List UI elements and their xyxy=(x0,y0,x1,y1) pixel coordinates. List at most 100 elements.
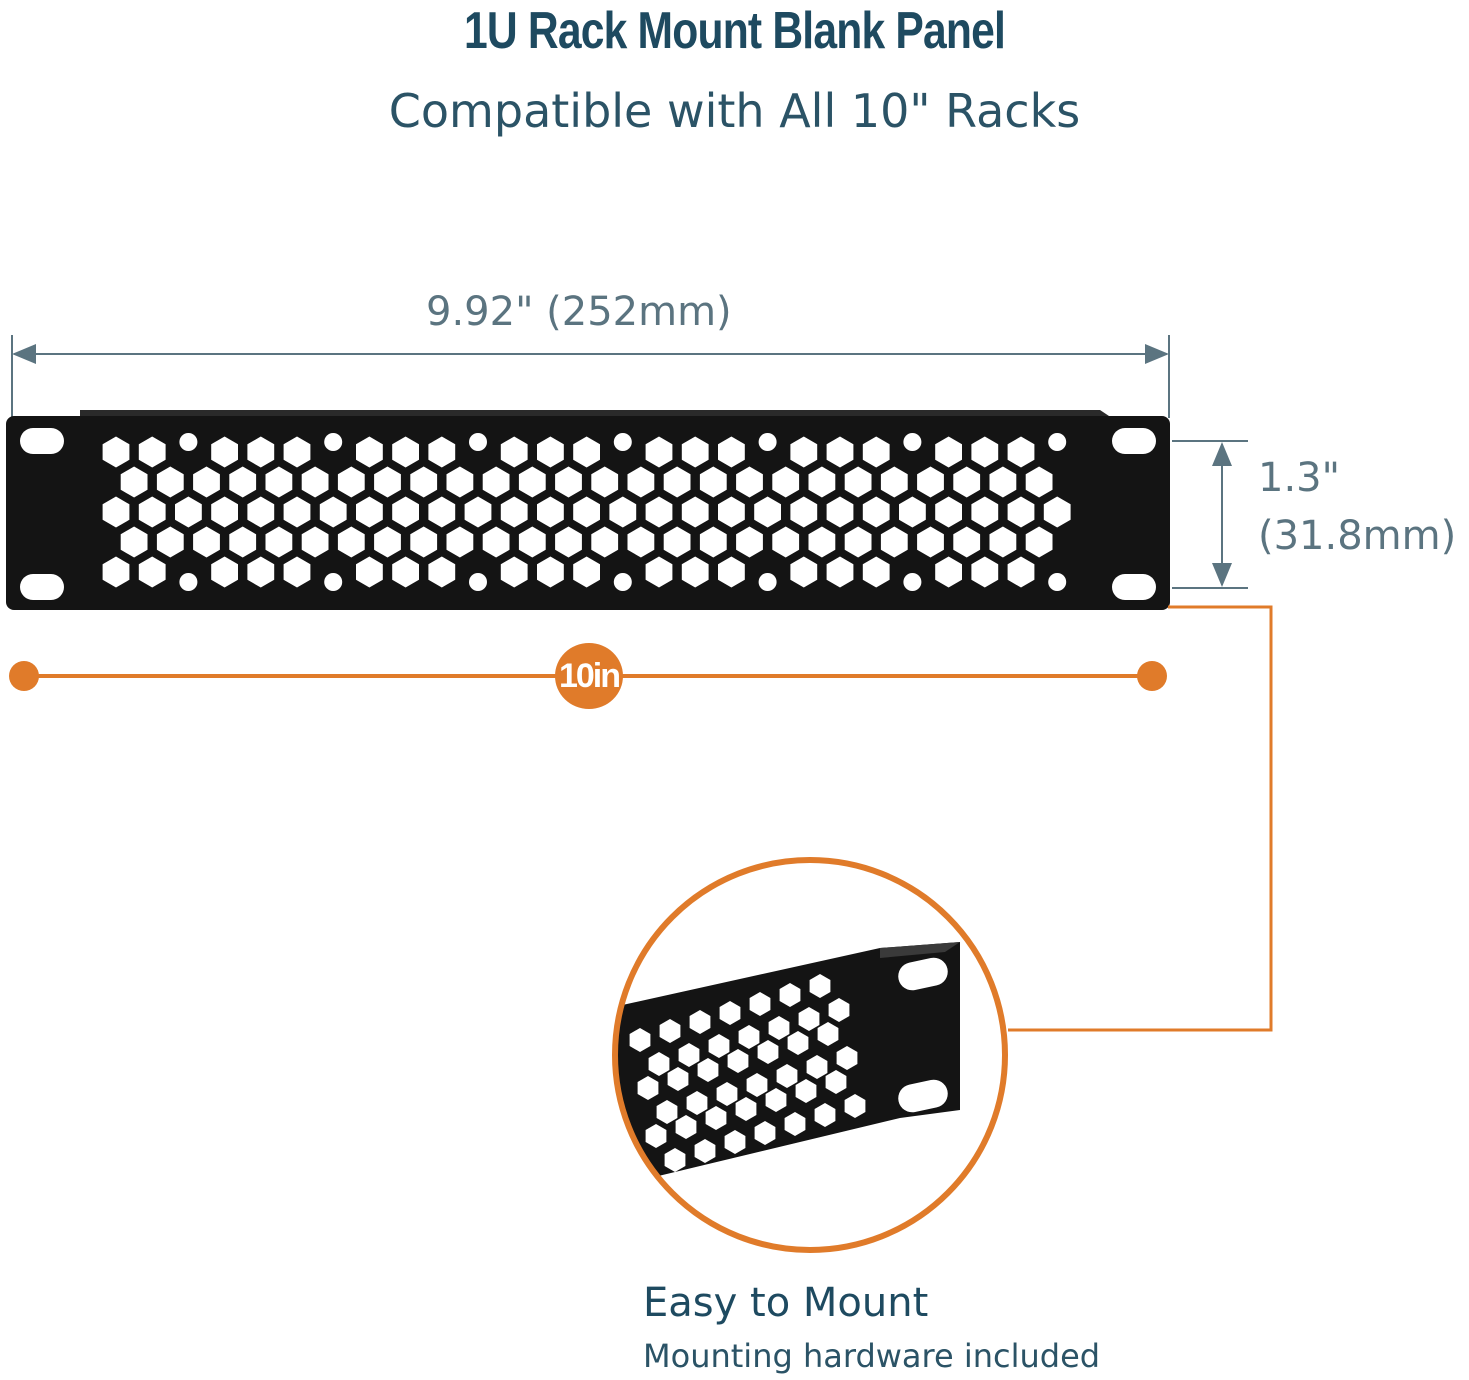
vent-hole xyxy=(428,496,456,528)
vent-hole xyxy=(772,526,800,558)
detail-vent-hole xyxy=(645,1124,667,1148)
vent-hole xyxy=(758,573,777,591)
vent-hole xyxy=(175,496,202,528)
detail-vent-hole xyxy=(787,1031,809,1055)
vent-hole xyxy=(319,496,347,528)
detail-vent-hole xyxy=(836,1046,858,1070)
vent-hole xyxy=(736,526,763,558)
vent-hole xyxy=(374,526,401,558)
vent-hole xyxy=(283,436,311,468)
vent-hole xyxy=(754,496,781,528)
vent-hole xyxy=(772,466,800,498)
vent-hole xyxy=(826,556,854,588)
detail-vent-hole xyxy=(708,1034,730,1058)
vent-hole xyxy=(862,496,890,528)
vent-hole xyxy=(482,466,510,498)
vent-hole xyxy=(120,466,148,498)
vent-hole xyxy=(500,496,528,528)
detail-vent-hole xyxy=(716,1082,738,1106)
vent-hole xyxy=(613,573,632,591)
vent-hole xyxy=(193,526,220,558)
vent-hole xyxy=(301,466,329,498)
vent-hole xyxy=(880,526,908,558)
detail-vent-hole xyxy=(724,1130,746,1154)
vent-hole xyxy=(469,573,487,591)
vent-hole xyxy=(356,436,383,468)
detail-vent-hole xyxy=(667,1067,689,1091)
vent-hole xyxy=(681,556,709,588)
detail-vent-hole xyxy=(814,1103,836,1127)
vent-hole xyxy=(120,526,148,558)
detail-vent-hole xyxy=(659,1019,681,1043)
detail-title: Easy to Mount xyxy=(643,1280,929,1326)
vent-hole xyxy=(862,556,890,588)
vent-hole xyxy=(555,526,582,558)
detail-vent-hole xyxy=(735,1097,757,1121)
detail-vent-hole xyxy=(738,1025,760,1049)
vent-hole xyxy=(211,436,238,468)
vent-hole xyxy=(953,526,981,558)
vent-hole xyxy=(1048,573,1067,591)
detail-vent-hole xyxy=(798,1007,820,1031)
detail-vent-hole xyxy=(809,974,831,998)
vent-hole xyxy=(446,526,474,558)
vent-hole xyxy=(591,526,619,558)
vent-hole xyxy=(663,466,691,498)
vent-hole xyxy=(699,466,727,498)
vent-hole xyxy=(903,433,922,451)
vent-hole xyxy=(324,433,343,451)
vent-hole xyxy=(645,436,673,468)
detail-vent-hole xyxy=(648,1052,670,1076)
vent-hole xyxy=(899,496,926,528)
detail-vent-hole xyxy=(768,1016,790,1040)
honeycomb-vents xyxy=(102,433,1071,591)
vent-hole xyxy=(1007,496,1035,528)
vent-hole xyxy=(1025,526,1053,558)
vent-hole xyxy=(392,496,419,528)
vent-hole xyxy=(537,496,564,528)
detail-subtitle: Mounting hardware included xyxy=(643,1337,1101,1375)
vent-hole xyxy=(790,556,818,588)
height-label-line1: 1.3" xyxy=(1258,455,1341,501)
vent-hole xyxy=(301,526,329,558)
vent-hole xyxy=(573,496,600,528)
vent-hole xyxy=(808,526,836,558)
detail-vent-hole xyxy=(694,1139,716,1163)
vent-hole xyxy=(138,496,166,528)
vent-hole xyxy=(102,496,130,528)
vent-hole xyxy=(935,496,962,528)
vent-hole xyxy=(613,433,632,451)
vent-hole xyxy=(337,526,365,558)
vent-hole xyxy=(211,496,238,528)
detail-leader-line xyxy=(1008,605,1273,1032)
vent-hole xyxy=(917,466,944,498)
vent-hole xyxy=(356,556,383,588)
page-title: 1U Rack Mount Blank Panel xyxy=(463,2,1006,60)
vent-hole xyxy=(518,526,546,558)
page-subtitle: Compatible with All 10" Racks xyxy=(388,84,1081,138)
vent-hole xyxy=(808,466,836,498)
detail-vent-hole xyxy=(727,1049,749,1073)
detail-vent-hole xyxy=(776,1064,798,1088)
detail-vent-hole xyxy=(765,1088,787,1112)
detail-vent-hole xyxy=(664,1148,686,1172)
detail-vent-hole xyxy=(757,1040,779,1064)
vent-hole xyxy=(681,436,709,468)
vent-hole xyxy=(356,496,383,528)
detail-vent-hole xyxy=(629,1028,651,1052)
vent-hole xyxy=(573,436,600,468)
detail-vent-hole xyxy=(719,1001,741,1025)
vent-hole xyxy=(392,436,419,468)
vent-hole xyxy=(179,573,198,591)
detail-vent-hole xyxy=(656,1100,678,1124)
vent-hole xyxy=(500,556,528,588)
vent-hole xyxy=(283,496,311,528)
detail-vent-hole xyxy=(828,998,850,1022)
vent-hole xyxy=(500,436,528,468)
vent-hole xyxy=(247,496,275,528)
vent-hole xyxy=(102,556,130,588)
detail-vent-hole xyxy=(844,1094,866,1118)
detail-vent-hole xyxy=(675,1115,697,1139)
vent-hole xyxy=(790,436,818,468)
vent-hole xyxy=(736,466,763,498)
